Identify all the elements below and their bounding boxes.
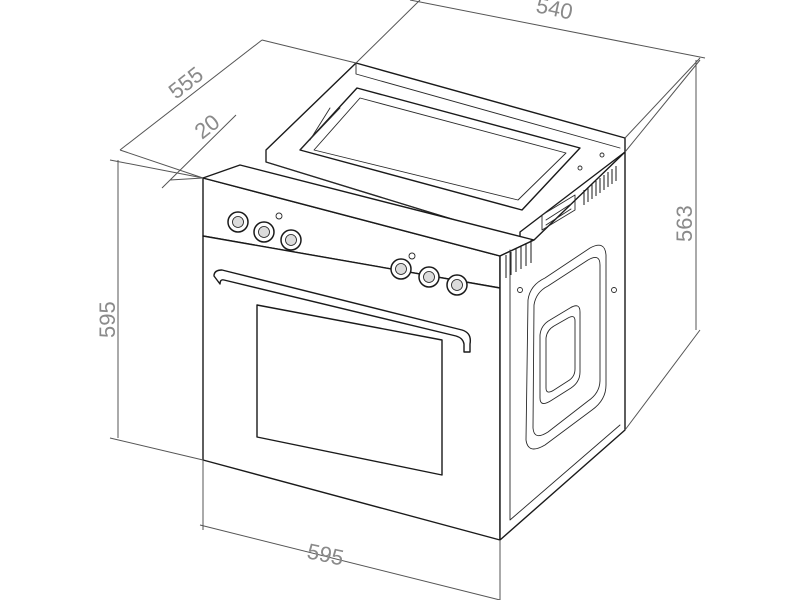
side-recess-mid <box>532 256 601 437</box>
dim-height-right: 563 <box>672 205 697 242</box>
oven-body <box>202 62 626 541</box>
control-knobs-left <box>227 211 302 251</box>
oven-side-edge <box>509 249 621 521</box>
dim-side-depth: 555 <box>164 62 208 104</box>
oven-top-opening-inner <box>313 97 567 201</box>
dim-width-bottom: 595 <box>305 538 346 570</box>
oven-top-flange <box>265 62 621 241</box>
side-recess-inner <box>539 305 581 404</box>
oven-top-rail <box>299 107 341 151</box>
dimension-lines <box>109 0 706 600</box>
oven-top-opening <box>299 87 581 211</box>
side-recess-inner2 <box>545 316 576 393</box>
indicator-light-2 <box>408 252 416 260</box>
dim-top-depth: 540 <box>534 0 575 25</box>
side-recess-outer <box>525 244 607 450</box>
door-window <box>256 304 443 476</box>
dim-height-left: 595 <box>95 301 120 338</box>
dim-front-offset: 20 <box>190 109 225 144</box>
side-vents <box>505 152 617 293</box>
control-knobs-right <box>390 252 468 296</box>
door-handle[interactable] <box>213 269 472 353</box>
indicator-light <box>275 212 283 220</box>
